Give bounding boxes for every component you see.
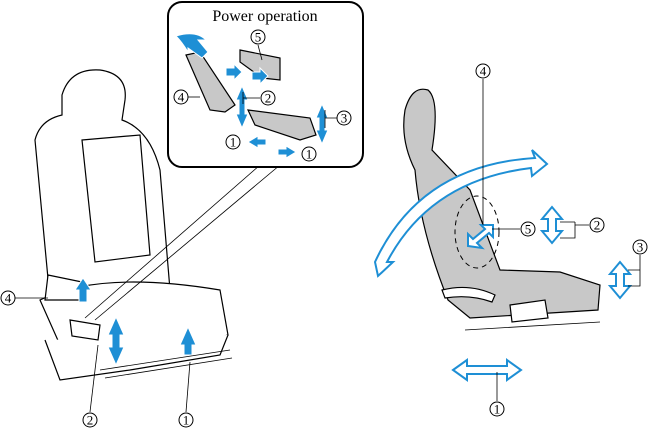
svg-text:1: 1 bbox=[183, 413, 190, 428]
power-operation-inset: Power operation bbox=[167, 1, 364, 168]
svg-text:4: 4 bbox=[5, 291, 12, 306]
right-seat-illustration bbox=[373, 88, 633, 382]
callout-inset-1a: 1 bbox=[225, 134, 241, 150]
svg-text:2: 2 bbox=[594, 218, 601, 233]
svg-text:2: 2 bbox=[87, 413, 94, 428]
callout-right-4: 4 bbox=[475, 63, 491, 79]
callout-inset-4: 4 bbox=[173, 89, 189, 105]
callout-left-2: 2 bbox=[82, 412, 98, 428]
svg-text:4: 4 bbox=[480, 64, 487, 79]
callout-inset-5: 5 bbox=[250, 29, 266, 45]
callout-inset-3: 3 bbox=[336, 110, 352, 126]
leader-lines bbox=[15, 44, 641, 413]
callout-left-4: 4 bbox=[0, 290, 16, 306]
callout-right-1: 1 bbox=[489, 401, 505, 417]
callout-left-1: 1 bbox=[178, 412, 194, 428]
callout-inset-1b: 1 bbox=[301, 146, 317, 162]
svg-text:2: 2 bbox=[265, 91, 272, 106]
svg-text:1: 1 bbox=[494, 402, 501, 417]
svg-text:1: 1 bbox=[230, 135, 237, 150]
callout-right-5: 5 bbox=[520, 221, 536, 237]
svg-text:5: 5 bbox=[525, 222, 532, 237]
callout-right-2: 2 bbox=[589, 217, 605, 233]
callout-right-3: 3 bbox=[632, 239, 648, 255]
svg-text:3: 3 bbox=[637, 240, 644, 255]
svg-text:4: 4 bbox=[178, 90, 185, 105]
callout-inset-2: 2 bbox=[260, 90, 276, 106]
inset-title: Power operation bbox=[212, 8, 317, 25]
left-seat-illustration bbox=[34, 69, 281, 381]
svg-text:5: 5 bbox=[255, 30, 262, 45]
svg-text:3: 3 bbox=[341, 111, 348, 126]
svg-text:1: 1 bbox=[306, 147, 313, 162]
